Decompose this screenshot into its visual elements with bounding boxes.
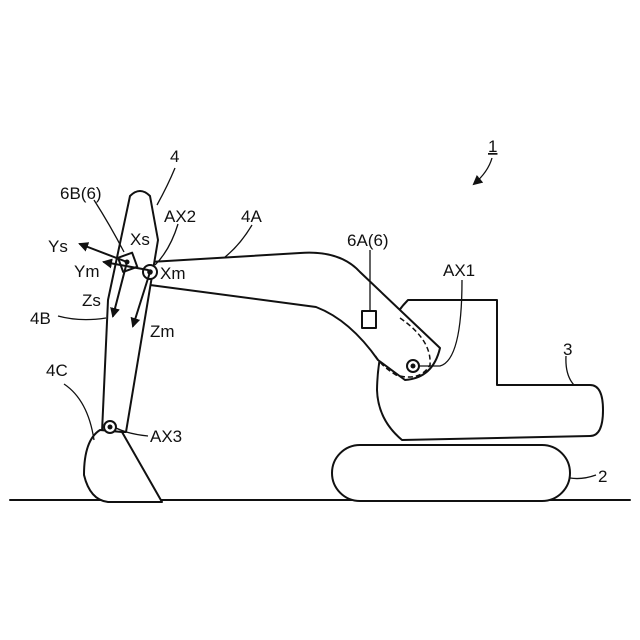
label-sensor-arm: 6B(6): [60, 184, 102, 203]
boom: [150, 253, 440, 380]
label-machine-x: Xm: [160, 264, 186, 283]
leader-3: [566, 356, 574, 385]
leader-1: [474, 158, 492, 184]
label-bucket: 4C: [46, 361, 68, 380]
label-sensor-x: Xs: [130, 230, 150, 249]
label-axis-bucket: AX3: [150, 427, 182, 446]
label-boom: 4A: [241, 207, 262, 226]
label-machine-y: Ym: [74, 262, 100, 281]
label-arm: 4B: [30, 309, 51, 328]
crawler-track: [332, 445, 570, 501]
label-sensor-z: Zs: [82, 291, 101, 310]
leader-2: [570, 475, 596, 479]
pivot-ax3: [104, 421, 116, 433]
label-machine-z: Zm: [150, 322, 175, 341]
label-machine: 1: [488, 137, 497, 156]
label-assembly: 4: [170, 147, 179, 166]
label-sensor-boom: 6A(6): [347, 231, 389, 250]
leader-6b: [94, 200, 124, 252]
leader-4a: [225, 225, 252, 257]
pivot-ax1: [407, 360, 419, 372]
label-sensor-y: Ys: [48, 237, 68, 256]
boom-sensor-box: [362, 311, 376, 328]
label-axis-arm: AX2: [164, 207, 196, 226]
leader-4: [157, 168, 175, 205]
label-undercarriage: 2: [598, 467, 607, 486]
leader-4c: [64, 384, 94, 440]
label-upper-body: 3: [563, 340, 572, 359]
leader-ax2: [155, 224, 178, 265]
label-axis-boom: AX1: [443, 261, 475, 280]
leader-4b: [58, 316, 106, 320]
